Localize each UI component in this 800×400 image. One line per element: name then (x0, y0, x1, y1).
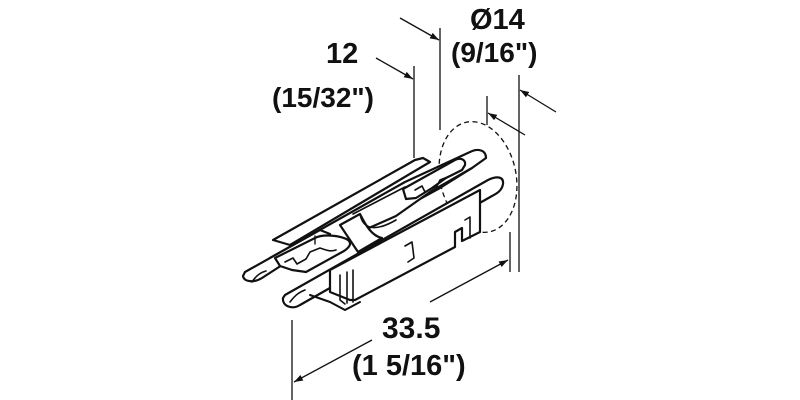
width-metric-label: 12 (326, 38, 359, 70)
diameter-metric-label: Ø14 (470, 4, 525, 36)
length-dimension (291, 232, 511, 400)
connector-body (241, 148, 505, 311)
width-dimension (375, 17, 441, 158)
length-imperial-label: (1 5/16") (352, 350, 466, 382)
diameter-imperial-label: (9/16") (451, 37, 538, 68)
length-metric-label: 33.5 (382, 312, 441, 345)
width-imperial-label: (15/32") (272, 82, 374, 113)
